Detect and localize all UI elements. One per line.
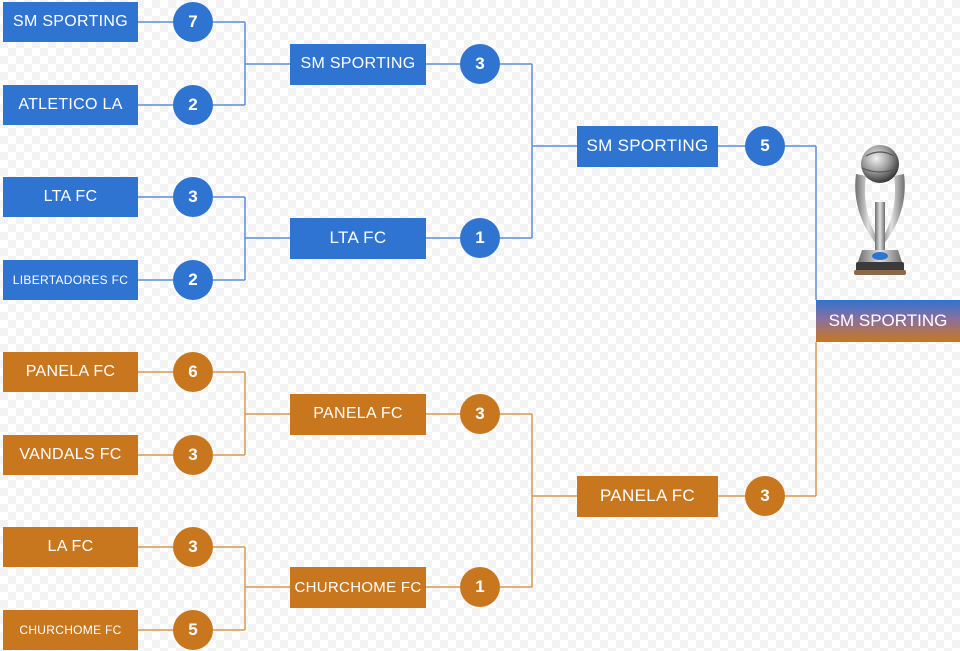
team-box: ATLETICO LA	[3, 85, 138, 125]
score-value: 6	[188, 362, 198, 381]
team-name: SM SPORTING	[12, 13, 129, 30]
team-name: LTA FC	[43, 188, 98, 205]
team-box: PANELA FC	[290, 393, 426, 435]
score-badge: 3	[745, 476, 785, 516]
trophy-icon	[848, 142, 912, 287]
score-badge: 2	[173, 260, 213, 300]
score-value: 3	[475, 54, 485, 73]
score-value: 7	[188, 12, 198, 31]
team-name: LIBERTADORES FC	[12, 273, 129, 287]
team-name: CHURCHOME FC	[294, 578, 422, 596]
team-box: PANELA FC	[3, 352, 138, 392]
team-name: SM SPORTING	[586, 136, 709, 155]
team-name: SM SPORTING	[300, 55, 416, 72]
team-name: PANELA FC	[25, 363, 116, 380]
score-value: 2	[188, 270, 198, 289]
team-name: CHURCHOME FC	[19, 623, 122, 637]
score-value: 3	[188, 537, 198, 556]
team-box: VANDALS FC	[3, 435, 138, 475]
score-value: 3	[475, 404, 485, 423]
score-badge: 7	[173, 2, 213, 42]
team-box: LA FC	[3, 527, 138, 567]
score-value: 3	[188, 445, 198, 464]
score-badge: 3	[460, 44, 500, 84]
score-badge: 1	[460, 567, 500, 607]
score-badge: 1	[460, 218, 500, 258]
team-name: ATLETICO LA	[18, 96, 123, 113]
score-value: 1	[475, 228, 485, 247]
score-badge: 3	[173, 527, 213, 567]
score-value: 1	[475, 577, 485, 596]
score-value: 5	[188, 620, 198, 639]
team-name: VANDALS FC	[19, 446, 122, 463]
team-name: LA FC	[47, 538, 94, 555]
score-value: 2	[188, 95, 198, 114]
champion-box: SM SPORTING	[816, 300, 960, 342]
team-name: PANELA FC	[600, 486, 695, 505]
score-badge: 2	[173, 85, 213, 125]
team-box: LIBERTADORES FC	[3, 260, 138, 300]
team-box: CHURCHOME FC	[290, 566, 426, 608]
score-badge: 5	[745, 126, 785, 166]
team-box: PANELA FC	[577, 475, 718, 517]
team-name: LTA FC	[329, 228, 387, 247]
score-badge: 3	[173, 435, 213, 475]
team-box: SM SPORTING	[290, 43, 426, 85]
score-badge: 6	[173, 352, 213, 392]
team-box: SM SPORTING	[3, 2, 138, 42]
team-box: LTA FC	[290, 217, 426, 259]
team-box: CHURCHOME FC	[3, 610, 138, 650]
score-value: 5	[760, 136, 770, 155]
score-badge: 5	[173, 610, 213, 650]
score-badge: 3	[460, 394, 500, 434]
team-box: LTA FC	[3, 177, 138, 217]
score-badge: 3	[173, 177, 213, 217]
champion-label: SM SPORTING	[828, 311, 948, 330]
team-name: PANELA FC	[313, 405, 403, 422]
score-value: 3	[188, 187, 198, 206]
team-box: SM SPORTING	[577, 125, 718, 167]
score-value: 3	[760, 486, 770, 505]
